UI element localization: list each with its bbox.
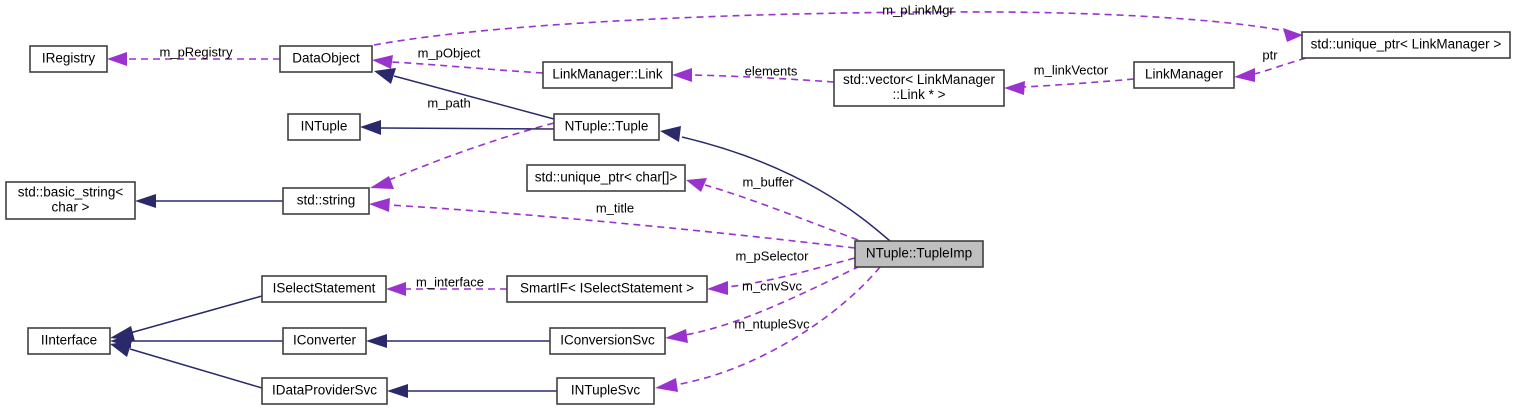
node-label-stdstring: std::string: [297, 193, 356, 208]
edge-inherit-tuple-intuple: [360, 120, 555, 135]
node-box-intuplesvc[interactable]: [556, 377, 655, 405]
node-box-iconverter[interactable]: [282, 327, 367, 355]
edge-m_pObject: [372, 55, 544, 74]
edge-inherit-string-basicstring: [135, 194, 283, 208]
edge-inherit-tuple-dataobject: [374, 68, 555, 120]
node-label-uniqueptrlinkmgr: std::unique_ptr< LinkManager >: [1311, 37, 1502, 52]
node-label-basicstring: std::basic_string<: [18, 185, 124, 200]
node-box-iconversionsvc[interactable]: [549, 327, 666, 355]
node-iinterface[interactable]: IInterface: [27, 327, 111, 355]
edge-m_interface: [386, 282, 507, 296]
node-basicstring[interactable]: std::basic_string<char >: [5, 181, 136, 220]
node-label-linkmanager: LinkManager: [1145, 67, 1224, 82]
edge-m_ntupleSvc: [655, 266, 881, 392]
node-smartif[interactable]: SmartIF< ISelectStatement >: [506, 275, 708, 303]
node-label-iconverter: IConverter: [293, 333, 357, 348]
edge-label-m_pObject: m_pObject: [418, 45, 481, 60]
edge-m_path: [370, 122, 555, 189]
node-label-ntupletuple: NTuple::Tuple: [565, 119, 649, 134]
edge-label-m_cnvSvc: m_cnvSvc: [742, 278, 802, 293]
node-uniqueptrchar[interactable]: std::unique_ptr< char[]>: [526, 164, 686, 192]
edge-label-elements: elements: [745, 63, 798, 78]
edge-label-layer: m_pRegistry m_pObject m_pLinkMgr elements m_…: [160, 2, 1279, 331]
edge-inherit-idataprovider-iinterface: [110, 341, 263, 389]
edge-label-m_linkVector: m_linkVector: [1034, 62, 1109, 77]
node-ntupletuple[interactable]: NTuple::Tuple: [553, 113, 660, 141]
node-box-smartif[interactable]: [506, 275, 708, 303]
node-intuplesvc[interactable]: INTupleSvc: [556, 377, 655, 405]
node-label-uniqueptrchar: std::unique_ptr< char[]>: [535, 170, 678, 185]
edge-m_buffer: [686, 178, 859, 241]
edge-m_pLinkMgr: [373, 11, 1303, 46]
edge-label-m_path: m_path: [427, 95, 470, 110]
node-label-vectorlink: std::vector< LinkManager: [843, 72, 995, 87]
node-iselectstatement[interactable]: ISelectStatement: [261, 275, 387, 303]
edge-elements: [672, 68, 835, 83]
edge-label-m_title: m_title: [596, 200, 634, 215]
edge-m_linkVector: [1004, 78, 1135, 95]
inheritance-edges: [110, 68, 891, 398]
edge-inherit-iconverter-iinterface: [110, 334, 283, 348]
node-idataprovidersvc[interactable]: IDataProviderSvc: [261, 377, 388, 405]
node-linkmanagerlink[interactable]: LinkManager::Link: [542, 61, 673, 89]
edge-inherit-iselect-iinterface: [110, 295, 263, 341]
edge-label-m_ntupleSvc: m_ntupleSvc: [734, 316, 810, 331]
node-box-iinterface[interactable]: [27, 327, 111, 355]
node-box-basicstring[interactable]: [5, 181, 136, 220]
node-stdstring[interactable]: std::string: [282, 187, 370, 215]
node-box-uniqueptrlinkmgr[interactable]: [1301, 31, 1511, 59]
node-box-linkmanagerlink[interactable]: [542, 61, 673, 89]
edge-label-m_interface: m_interface: [416, 274, 484, 289]
node-box-iselectstatement[interactable]: [261, 275, 387, 303]
edge-inherit-iconversionsvc-iconverter: [366, 334, 550, 348]
node-tupleimp[interactable]: NTuple::TupleImp: [854, 240, 984, 268]
edge-m_pSelector: [707, 257, 856, 295]
node-box-ntupletuple[interactable]: [553, 113, 660, 141]
node-box-linkmanager[interactable]: [1133, 61, 1235, 89]
node-box-tupleimp[interactable]: [854, 240, 984, 268]
node-box-idataprovidersvc[interactable]: [261, 377, 388, 405]
edge-inherit-intuplesvc-idataprovidersvc: [387, 384, 557, 398]
node-box-dataobject[interactable]: [279, 45, 373, 73]
node-label-iselectstatement: ISelectStatement: [273, 281, 376, 296]
node-vectorlink[interactable]: std::vector< LinkManager::Link * >: [833, 69, 1005, 107]
node-label-iinterface: IInterface: [41, 333, 97, 348]
edge-label-m_buffer: m_buffer: [742, 174, 794, 189]
edge-label-m_pLinkMgr: m_pLinkMgr: [882, 2, 954, 17]
node-iconversionsvc[interactable]: IConversionSvc: [549, 327, 666, 355]
node-uniqueptrlinkmgr[interactable]: std::unique_ptr< LinkManager >: [1301, 31, 1511, 59]
node-label-intuplesvc: INTupleSvc: [571, 383, 641, 398]
node-label-linkmanagerlink: LinkManager::Link: [552, 67, 663, 82]
edge-ptr: [1234, 57, 1307, 82]
node-label-tupleimp: NTuple::TupleImp: [866, 246, 972, 261]
edge-inherit-tupleimp-tuple: [660, 126, 891, 242]
node-dataobject[interactable]: DataObject: [279, 45, 373, 73]
node-linkmanager[interactable]: LinkManager: [1133, 61, 1235, 89]
node-box-uniqueptrchar[interactable]: [526, 164, 686, 192]
node-label-idataprovidersvc: IDataProviderSvc: [272, 383, 377, 398]
node-box-stdstring[interactable]: [282, 187, 370, 215]
usage-edges: [107, 11, 1307, 392]
edge-label-ptr: ptr: [1262, 47, 1278, 62]
node-box-vectorlink[interactable]: [833, 69, 1005, 107]
node-label-vectorlink: ::Link * >: [893, 87, 946, 102]
edge-m_pRegistry: [107, 52, 280, 66]
node-label-iregistry: IRegistry: [42, 51, 96, 66]
node-label-iconversionsvc: IConversionSvc: [560, 333, 655, 348]
node-label-basicstring: char >: [52, 200, 90, 215]
node-intuple[interactable]: INTuple: [287, 113, 361, 141]
edge-m_title: [369, 198, 856, 249]
node-iregistry[interactable]: IRegistry: [29, 45, 108, 73]
edge-label-m_pRegistry: m_pRegistry: [160, 44, 233, 59]
node-label-intuple: INTuple: [301, 119, 348, 134]
edge-m_cnvSvc: [665, 265, 861, 343]
edge-label-m_pSelector: m_pSelector: [736, 248, 810, 263]
node-label-smartif: SmartIF< ISelectStatement >: [520, 281, 694, 296]
node-box-intuple[interactable]: [287, 113, 361, 141]
node-iconverter[interactable]: IConverter: [282, 327, 367, 355]
node-box-iregistry[interactable]: [29, 45, 108, 73]
node-label-dataobject: DataObject: [292, 51, 360, 66]
